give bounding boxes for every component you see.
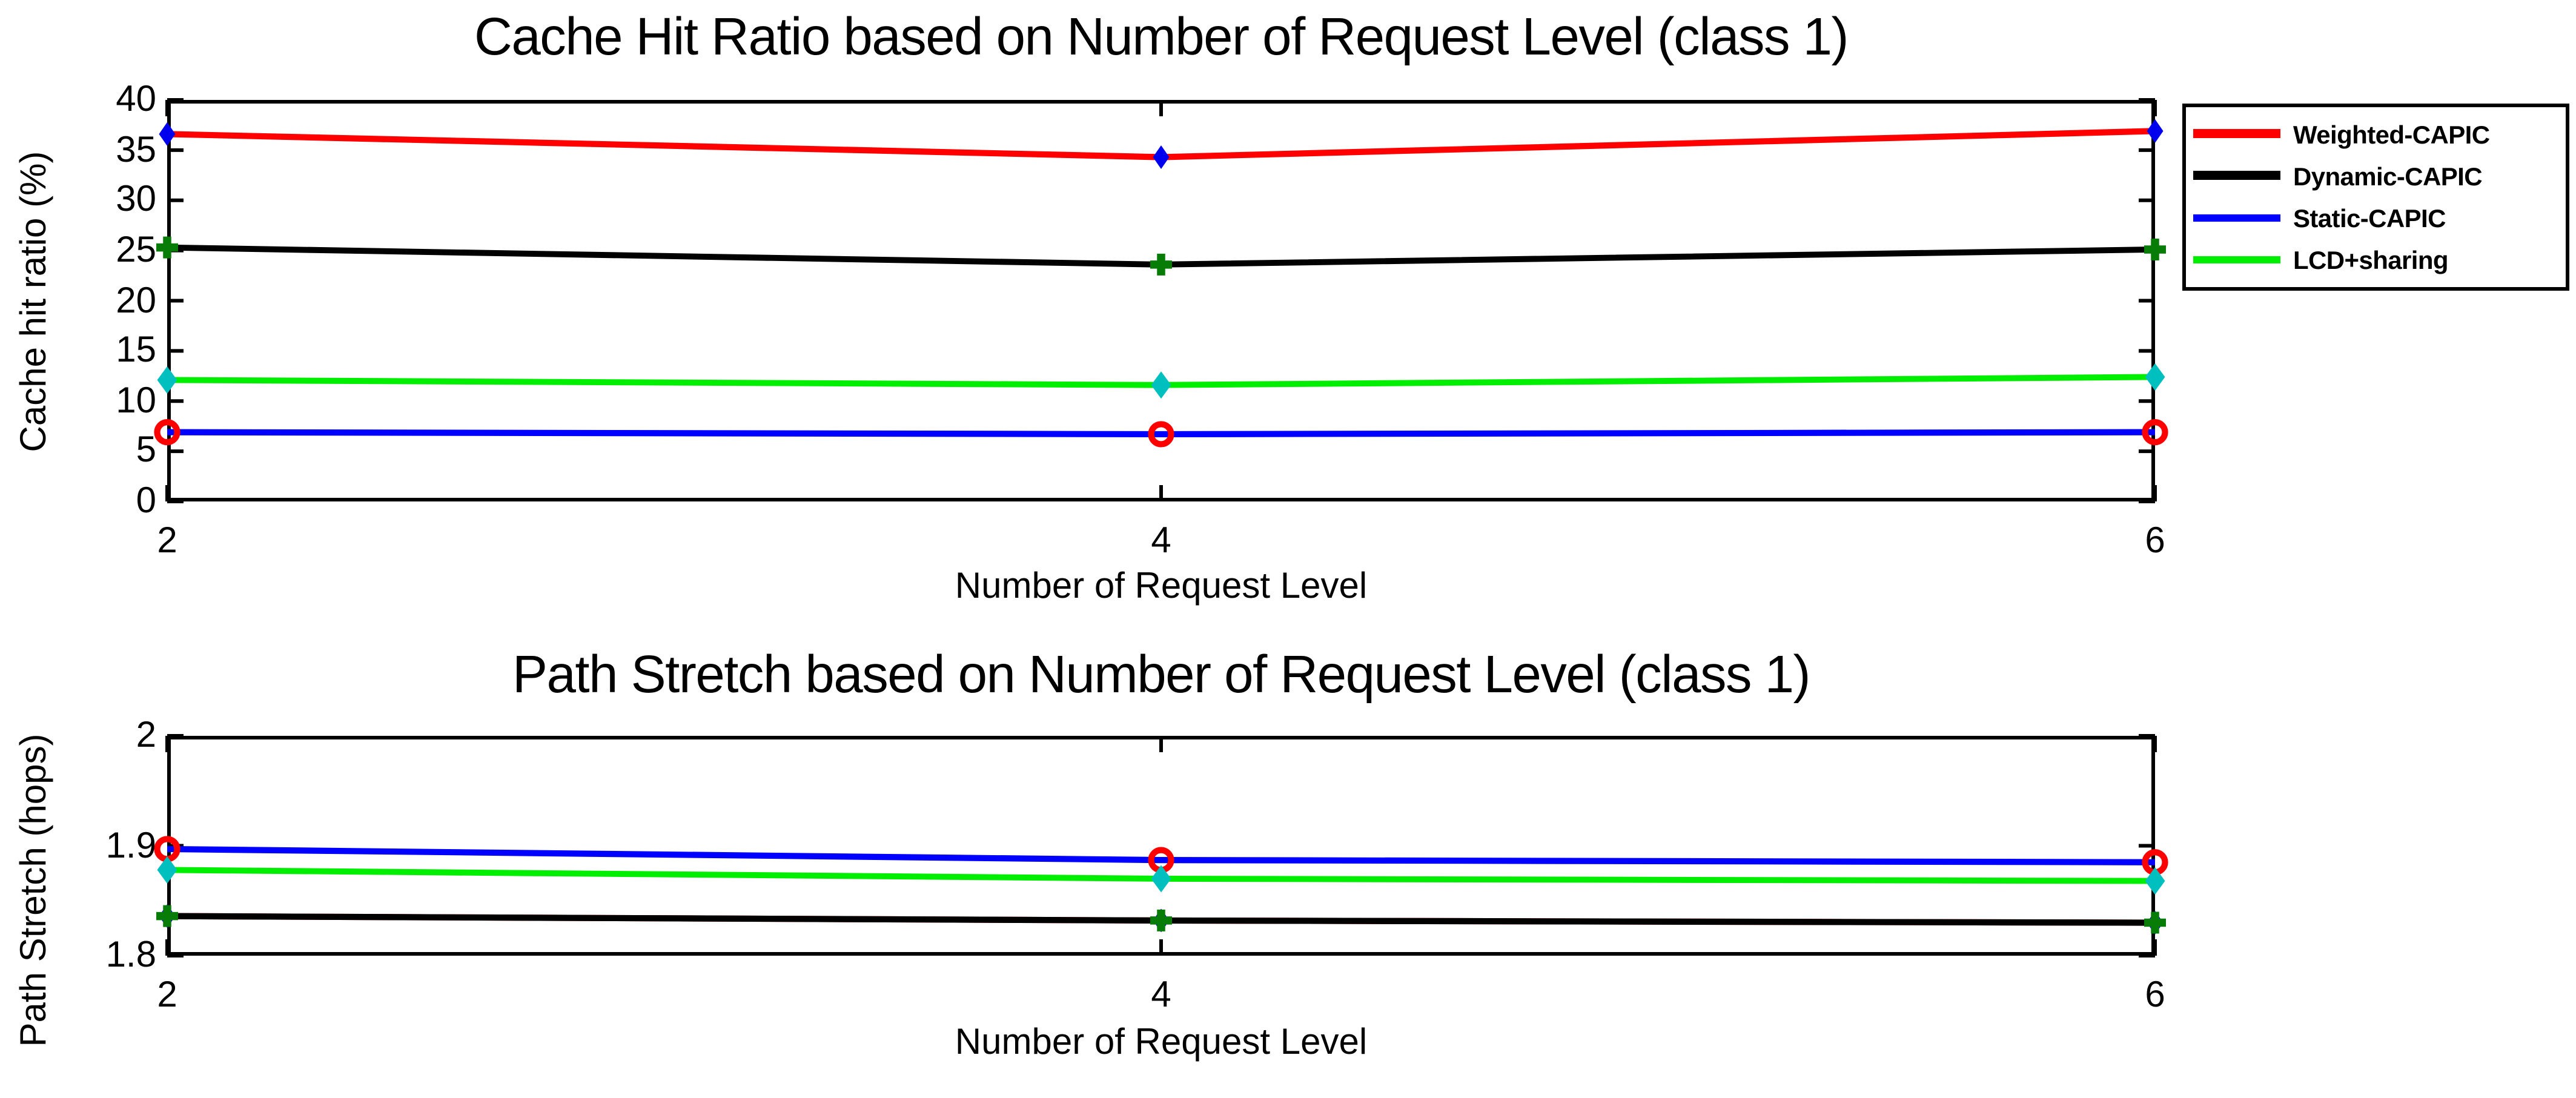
chart2-title: Path Stretch based on Number of Request …	[512, 647, 1811, 705]
data-point-marker-diamond	[2145, 363, 2165, 391]
data-point-marker-plus	[156, 236, 178, 259]
legend-line-swatch	[2193, 257, 2280, 265]
y-tick-label: 30	[116, 180, 156, 220]
legend-item: LCD+sharing	[2193, 246, 2566, 275]
x-tick-label: 4	[1151, 976, 1171, 1016]
data-point-marker-plus	[2144, 238, 2166, 260]
data-point-marker-diamond	[157, 366, 177, 394]
data-point-marker-diamond	[2145, 867, 2165, 895]
chart2-plot-area	[154, 734, 2168, 957]
data-point-marker-plus	[1150, 253, 1172, 276]
y-tick-label: 1.9	[105, 825, 156, 866]
legend-item-label: LCD+sharing	[2293, 246, 2449, 276]
data-point-marker-plus	[1150, 909, 1172, 931]
legend-line-swatch	[2193, 129, 2280, 139]
legend-item: Static-CAPIC	[2193, 203, 2566, 233]
y-tick-label: 15	[116, 331, 156, 371]
legend: Weighted-CAPIC Dynamic-CAPIC Static-CAPIC L…	[2182, 104, 2569, 291]
legend-item-label: Weighted-CAPIC	[2293, 119, 2490, 148]
data-point-marker-diamond	[157, 856, 177, 884]
y-tick-label: 35	[116, 130, 156, 170]
x-tick-label: 6	[2145, 976, 2165, 1016]
data-point-marker-circle	[1148, 421, 1174, 448]
x-tick-label: 2	[157, 521, 177, 561]
y-tick-label: 5	[136, 431, 156, 472]
data-point-marker-diamond	[159, 122, 176, 146]
legend-item-label: Static-CAPIC	[2293, 203, 2446, 233]
legend-line-swatch	[2193, 214, 2280, 222]
data-point-marker-diamond	[1151, 371, 1171, 399]
y-tick-label: 25	[116, 230, 156, 271]
data-point-marker-circle	[154, 419, 180, 446]
chart-canvas	[154, 98, 2168, 503]
y-tick-label: 1.8	[105, 936, 156, 976]
x-tick-label: 6	[2145, 521, 2165, 561]
data-point-marker-diamond	[2147, 119, 2164, 143]
data-point-marker-diamond	[1153, 145, 1170, 169]
legend-item-label: Dynamic-CAPIC	[2293, 161, 2483, 191]
chart2-y-axis-label: Path Stretch (hops)	[15, 733, 55, 1047]
x-tick-label: 4	[1151, 521, 1171, 561]
chart2-x-axis-label: Number of Request Level	[955, 1023, 1368, 1063]
y-tick-label: 20	[116, 280, 156, 321]
series-line-static-capic	[167, 845, 2156, 865]
y-tick-label: 10	[116, 381, 156, 422]
data-point-marker-diamond	[1151, 865, 1171, 893]
legend-item: Dynamic-CAPIC	[2193, 162, 2566, 191]
y-tick-label: 2	[136, 716, 156, 756]
legend-line-swatch	[2193, 171, 2280, 181]
legend-item: Weighted-CAPIC	[2193, 119, 2566, 148]
data-point-marker-circle	[2142, 419, 2168, 446]
y-tick-label: 0	[136, 481, 156, 521]
chart-canvas	[154, 734, 2168, 957]
chart1-x-axis-label: Number of Request Level	[955, 567, 1368, 607]
chart1-y-axis-label: Cache hit ratio (%)	[15, 151, 55, 452]
data-point-marker-plus	[2144, 911, 2166, 934]
chart1-title: Cache Hit Ratio based on Number of Reque…	[474, 9, 1849, 67]
series-line-static-capic	[167, 429, 2156, 438]
data-point-marker-plus	[156, 905, 178, 927]
y-tick-label: 40	[116, 80, 156, 120]
x-tick-label: 2	[157, 976, 177, 1016]
chart1-plot-area	[154, 98, 2168, 503]
